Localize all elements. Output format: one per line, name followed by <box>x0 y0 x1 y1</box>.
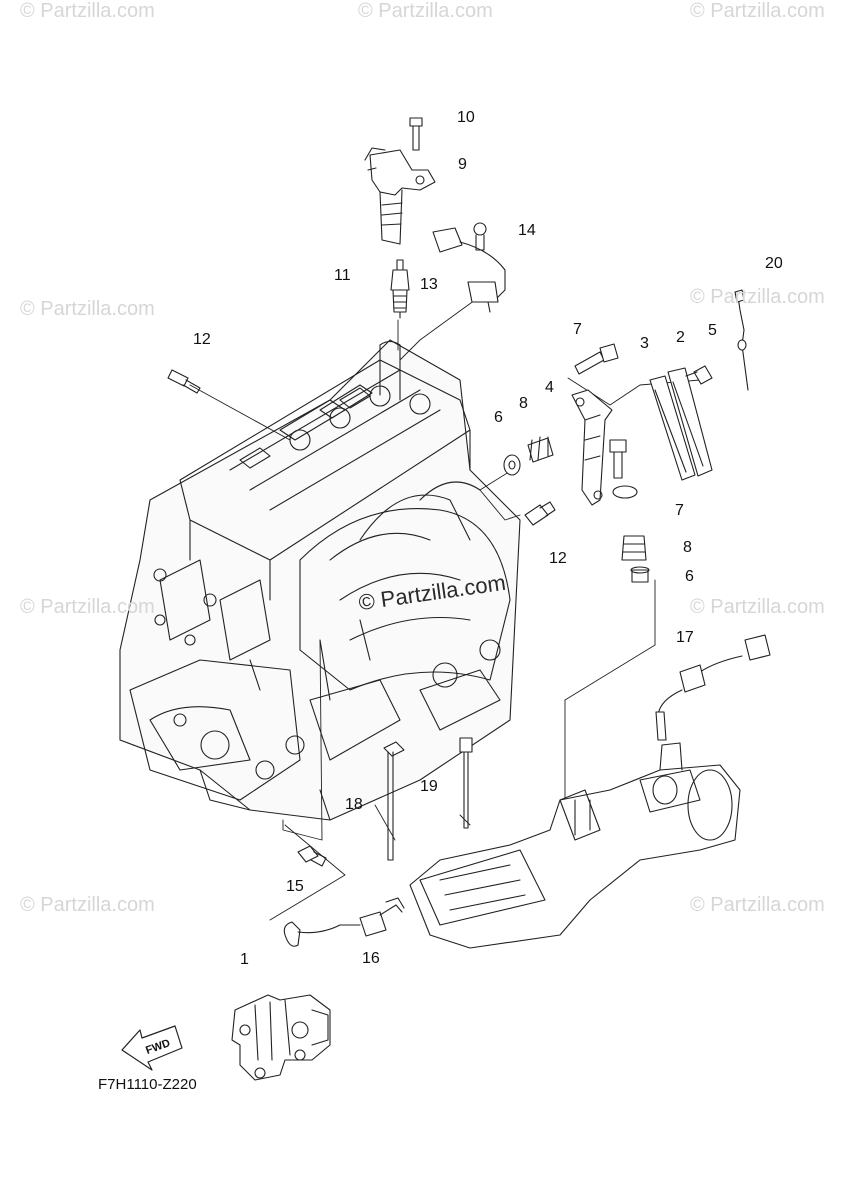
callout-3: 3 <box>640 335 649 352</box>
callout-12b: 12 <box>549 550 567 567</box>
collar-left <box>503 454 521 476</box>
knock-sensor <box>283 897 405 947</box>
bolt-lower <box>609 439 638 499</box>
engine-mount <box>231 994 331 1081</box>
callout-19: 19 <box>420 778 438 795</box>
cam-sensor <box>432 227 506 313</box>
callout-4: 4 <box>545 379 554 396</box>
watermark: © Partzilla.com <box>690 286 825 308</box>
watermark: © Partzilla.com <box>20 596 155 618</box>
callout-8b: 8 <box>683 539 692 556</box>
callout-17: 17 <box>676 629 694 646</box>
guide-plate-3 <box>649 375 696 481</box>
callout-6: 6 <box>494 409 503 426</box>
temp-sensor-upper <box>167 369 201 394</box>
callout-16: 16 <box>362 950 380 967</box>
engine-block <box>119 339 521 821</box>
sensor-bolt <box>473 222 487 251</box>
watermark: © Partzilla.com <box>20 298 155 320</box>
coil-bolt <box>409 117 423 151</box>
callout-11: 11 <box>334 267 351 284</box>
temp-sensor-middle <box>524 501 556 526</box>
watermark: © Partzilla.com <box>690 894 825 916</box>
callout-13: 13 <box>420 276 438 293</box>
clamp-wire <box>734 289 749 391</box>
watermark: © Partzilla.com <box>690 0 825 22</box>
screw <box>685 365 713 385</box>
spark-plug <box>390 259 410 319</box>
guide-plate-2 <box>667 367 713 477</box>
bolt-upper <box>574 343 619 375</box>
callout-10: 10 <box>457 109 475 126</box>
bracket <box>571 389 613 506</box>
callout-18: 18 <box>345 796 363 813</box>
callout-15: 15 <box>286 878 304 895</box>
watermark: © Partzilla.com <box>690 596 825 618</box>
callout-14: 14 <box>518 222 536 239</box>
fwd-arrow-icon: FWD <box>121 1025 183 1071</box>
grommet-lower <box>621 535 647 561</box>
callout-7: 7 <box>573 321 582 338</box>
callout-9: 9 <box>458 156 467 173</box>
callout-12: 12 <box>193 331 211 348</box>
callout-20: 20 <box>765 255 783 272</box>
exhaust-manifold <box>409 742 741 949</box>
cable-tie-19 <box>459 737 473 829</box>
watermark: © Partzilla.com <box>358 0 493 22</box>
collar-lower <box>630 566 650 583</box>
ignition-coil <box>364 147 436 245</box>
callout-6b: 6 <box>685 568 694 585</box>
watermark: © Partzilla.com <box>20 0 155 22</box>
callout-1: 1 <box>240 951 249 968</box>
diagram-code: F7H1110-Z220 <box>98 1076 197 1093</box>
exhaust-sensor <box>655 634 771 741</box>
cable-tie-18 <box>383 741 405 861</box>
callout-2: 2 <box>676 329 685 346</box>
callout-8: 8 <box>519 395 528 412</box>
watermark: © Partzilla.com <box>20 894 155 916</box>
knock-sensor-small <box>297 845 327 867</box>
grommet-left <box>527 436 554 463</box>
callout-7b: 7 <box>675 502 684 519</box>
callout-5: 5 <box>708 322 717 339</box>
